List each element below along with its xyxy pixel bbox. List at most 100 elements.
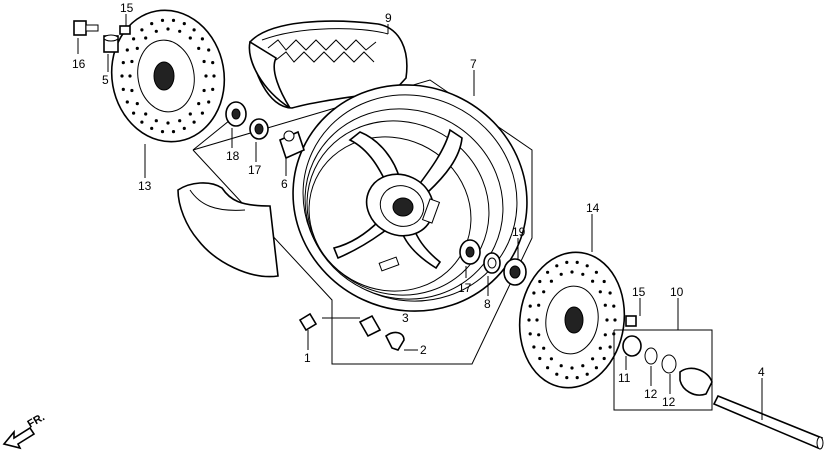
disc-hole xyxy=(128,74,132,78)
disc-hole xyxy=(171,18,176,22)
disc-hole xyxy=(150,126,154,130)
disc-hole xyxy=(549,279,554,283)
disc-hole xyxy=(188,36,192,40)
label-part-1: 1 xyxy=(304,351,311,365)
disc-hole xyxy=(160,18,165,22)
disc-hole xyxy=(150,22,154,26)
part-labels: 1 2 3 4 5 6 7 8 9 10 11 12 12 13 14 15 1… xyxy=(72,1,765,409)
disc-hole xyxy=(565,376,569,380)
label-part-8: 8 xyxy=(484,297,491,311)
disc-hole xyxy=(144,112,148,116)
disc-hole xyxy=(120,74,124,78)
label-part-18: 18 xyxy=(226,149,240,163)
label-part-4: 4 xyxy=(758,365,765,379)
label-part-5: 5 xyxy=(102,73,109,87)
label-part-10: 10 xyxy=(670,285,684,299)
disc-hole xyxy=(532,291,536,295)
disc-hole xyxy=(549,357,554,361)
disc-hole xyxy=(546,366,550,370)
distance-collar xyxy=(279,130,305,160)
disc-hole xyxy=(132,37,136,41)
disc-hole xyxy=(121,61,125,65)
disc-hole xyxy=(154,29,158,33)
disc-hole xyxy=(178,119,182,123)
disc-hole xyxy=(535,318,539,322)
disc-hole xyxy=(570,366,574,370)
left-brake-disc xyxy=(110,9,226,143)
disc-hole xyxy=(575,260,579,264)
disc-hole xyxy=(598,346,602,350)
disc-hole xyxy=(546,270,550,274)
label-part-19: 19 xyxy=(512,225,526,239)
label-part-6: 6 xyxy=(281,177,288,191)
disc-hole xyxy=(207,100,211,104)
disc-hole xyxy=(537,333,541,337)
disc-hole xyxy=(197,46,201,51)
disc-hole xyxy=(140,28,144,32)
disc-hole xyxy=(559,272,563,276)
disc-hole xyxy=(200,111,204,115)
disc-hole xyxy=(140,120,144,124)
label-part-13: 13 xyxy=(138,179,152,193)
disc-hole xyxy=(207,48,211,52)
collar-5 xyxy=(103,34,119,53)
disc-hole xyxy=(211,61,215,65)
disc-hole xyxy=(591,357,595,361)
direction-label: FR. xyxy=(26,411,47,430)
dust-seal-19 xyxy=(503,258,527,286)
disc-hole xyxy=(542,346,546,350)
disc-hole xyxy=(188,112,192,116)
disc-hole xyxy=(603,333,607,337)
disc-hole xyxy=(166,121,170,125)
disc-hole xyxy=(200,37,204,41)
label-part-12b: 12 xyxy=(662,395,676,409)
disc-hole xyxy=(192,120,196,124)
disc-hole xyxy=(528,332,532,336)
disc-hole xyxy=(602,356,606,361)
disc-hole xyxy=(135,102,139,106)
label-part-7: 7 xyxy=(470,57,477,71)
disc-hole xyxy=(130,59,134,64)
disc-hole xyxy=(178,29,182,33)
axle xyxy=(712,394,824,450)
leader-lines xyxy=(77,14,763,420)
label-part-3: 3 xyxy=(402,311,409,325)
disc-hole xyxy=(202,59,206,64)
disc-hole xyxy=(532,345,536,349)
disc-hole xyxy=(594,270,599,274)
disc-hole xyxy=(594,366,599,370)
disc-hole xyxy=(605,318,609,322)
rim-band xyxy=(177,182,279,278)
disc-hole xyxy=(135,46,139,51)
disc-hole xyxy=(154,119,158,123)
disc-hole xyxy=(570,270,574,274)
spacer-8 xyxy=(483,252,501,274)
front-direction-arrow: FR. xyxy=(2,411,47,450)
disc-hole xyxy=(125,100,129,104)
disc-bolt-left xyxy=(73,20,99,36)
disc-hole xyxy=(591,279,595,283)
disc-hole xyxy=(575,376,579,380)
disc-bolt-small-lower xyxy=(625,315,637,327)
disc-hole xyxy=(538,356,542,361)
disc-hole xyxy=(581,272,585,276)
label-part-14: 14 xyxy=(586,201,600,215)
valve-clip xyxy=(358,314,382,338)
disc-hole xyxy=(602,279,606,284)
disc-hole xyxy=(527,318,531,322)
disc-bolt-small-upper xyxy=(119,25,131,35)
disc-hole xyxy=(538,279,542,284)
disc-hole xyxy=(204,74,208,78)
valve-stem xyxy=(384,331,405,351)
disc-hole xyxy=(528,304,532,308)
disc-hole xyxy=(202,88,206,93)
tire xyxy=(248,20,408,109)
disc-hole xyxy=(612,304,616,308)
disc-hole xyxy=(211,87,215,91)
label-part-11: 11 xyxy=(618,371,631,385)
label-part-17a: 17 xyxy=(248,163,262,177)
disc-hole xyxy=(585,372,589,376)
disc-hole xyxy=(212,74,216,78)
disc-hole xyxy=(542,290,546,294)
disc-hole xyxy=(613,318,617,322)
